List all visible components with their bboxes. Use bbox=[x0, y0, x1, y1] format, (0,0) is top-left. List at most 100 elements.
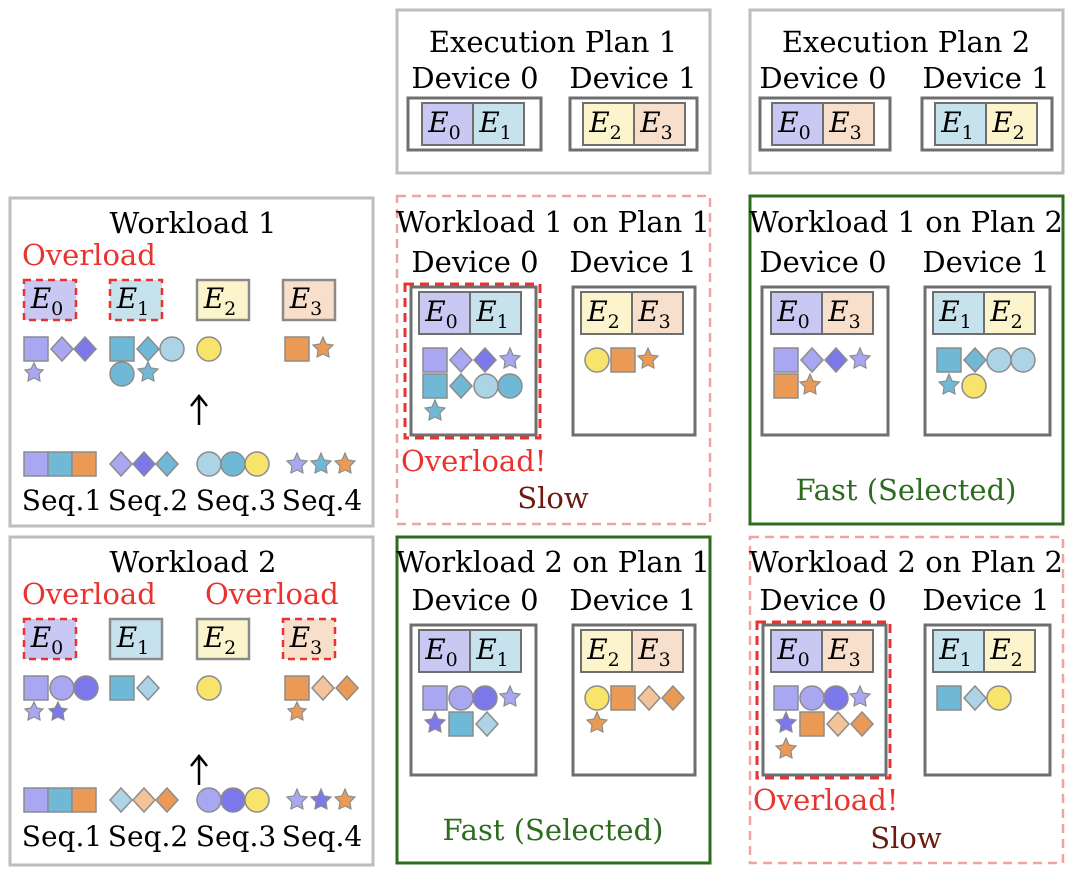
expert-2-label: E2 bbox=[989, 295, 1023, 333]
expert-3-cell bbox=[821, 629, 874, 673]
device-0-box bbox=[761, 623, 888, 777]
expert-0-cell bbox=[770, 629, 823, 673]
workload-2-seq-1 bbox=[23, 787, 97, 813]
device-0-label: Device 0 bbox=[759, 245, 886, 279]
expert-3-cell bbox=[822, 102, 875, 146]
device-1-label: Device 1 bbox=[569, 583, 696, 617]
execution-plan-2-title: Execution Plan 2 bbox=[782, 25, 1030, 59]
device-0-box bbox=[760, 285, 890, 437]
plan-2-device-1-label: Device 1 bbox=[922, 61, 1049, 95]
expert-1-label: E1 bbox=[938, 295, 972, 333]
device-0-experts: E0 E3 bbox=[770, 629, 874, 673]
expert-0-cell bbox=[418, 629, 471, 673]
expert-3-label: E3 bbox=[637, 633, 671, 671]
expert-2-label: E2 bbox=[989, 633, 1023, 671]
workload-1-expert-2: E2 bbox=[195, 278, 251, 322]
result-title: Workload 2 on Plan 2 bbox=[749, 545, 1063, 579]
workload-2-seq-3 bbox=[196, 787, 270, 813]
expert-3-label: E3 bbox=[827, 633, 861, 671]
expert-0-label: E0 bbox=[777, 106, 811, 144]
verdict-label: Fast (Selected) bbox=[443, 813, 664, 847]
workload-1-seq-4 bbox=[285, 451, 357, 475]
workload-1-expert-0-tokens bbox=[23, 335, 98, 383]
expert-2-cell bbox=[985, 102, 1038, 146]
device-0-label: Device 0 bbox=[759, 583, 886, 617]
result-title: Workload 1 on Plan 2 bbox=[749, 205, 1063, 239]
device-0-tokens bbox=[422, 346, 523, 422]
workload-2-panel: Workload 2 Overload Overload E0 E1 E2 E3 bbox=[8, 535, 375, 867]
plan-2-device-0-label: Device 0 bbox=[759, 61, 886, 95]
expert-3-label: E3 bbox=[289, 282, 323, 320]
device-1-box bbox=[923, 623, 1052, 777]
device-0-tokens bbox=[773, 684, 875, 760]
device-1-tokens bbox=[584, 346, 660, 373]
workload-1-on-plan-2-panel: Workload 1 on Plan 2 Device 0 Device 1 E… bbox=[748, 194, 1065, 526]
workload-1-expert-0: E0 bbox=[22, 278, 78, 322]
workload-2-expert-3: E3 bbox=[281, 617, 337, 661]
workload-2-seq-4-label: Seq.4 bbox=[282, 820, 362, 853]
expert-1-label: E1 bbox=[475, 295, 509, 333]
token-circle bbox=[109, 361, 135, 387]
workload-2-on-plan-2-panel: Workload 2 on Plan 2 Device 0 Device 1 E… bbox=[748, 535, 1065, 865]
expert-3-box bbox=[281, 617, 337, 661]
expert-1-label: E1 bbox=[475, 633, 509, 671]
expert-1-label: E1 bbox=[478, 106, 512, 144]
device-0-box bbox=[409, 285, 538, 437]
workload-1-seq-2-label: Seq.2 bbox=[108, 484, 188, 517]
workload-1-seq-1 bbox=[23, 451, 97, 477]
device-0-tokens bbox=[773, 346, 872, 399]
verdict-label: Slow bbox=[870, 821, 942, 855]
expert-3-cell bbox=[631, 629, 684, 673]
workload-1-seq-1-label: Seq.1 bbox=[22, 484, 102, 517]
expert-3-label: E3 bbox=[289, 621, 323, 659]
expert-0-label: E0 bbox=[30, 621, 64, 659]
token-circle bbox=[73, 675, 99, 701]
token-square bbox=[109, 675, 135, 701]
device-1-tokens bbox=[936, 684, 1012, 712]
workload-2-overload-label-left: Overload bbox=[22, 577, 156, 611]
workload-1-expert-2-tokens bbox=[196, 336, 222, 362]
workload-2-seq-1-label: Seq.1 bbox=[22, 820, 102, 853]
device-1-box bbox=[571, 285, 697, 437]
plan-2-device-1-box bbox=[920, 96, 1054, 152]
device-0-tokens bbox=[422, 684, 522, 738]
workload-2-expert-2: E2 bbox=[195, 617, 251, 661]
overload-label: Overload! bbox=[753, 783, 898, 817]
workload-1-seq-2 bbox=[108, 450, 180, 478]
token-diamond bbox=[49, 335, 75, 363]
workload-1-seq-3 bbox=[196, 451, 270, 477]
expert-3-label: E3 bbox=[637, 295, 671, 333]
workload-2-seq-2-label: Seq.2 bbox=[108, 820, 188, 853]
plan-1-device-1-label: Device 1 bbox=[569, 61, 696, 95]
token-star bbox=[47, 700, 69, 722]
device-1-experts: E2 E3 bbox=[580, 291, 684, 335]
expert-0-label: E0 bbox=[776, 295, 810, 333]
device-1-tokens bbox=[584, 684, 686, 734]
expert-0-label: E0 bbox=[776, 633, 810, 671]
plan-2-device-0-box bbox=[758, 96, 892, 152]
token-diamond bbox=[135, 335, 161, 363]
device-1-tokens bbox=[936, 346, 1036, 399]
token-square bbox=[23, 336, 49, 362]
expert-2-box bbox=[195, 278, 251, 322]
token-star bbox=[136, 360, 160, 383]
expert-2-label: E2 bbox=[586, 633, 620, 671]
workload-2-overload-label-right: Overload bbox=[205, 577, 339, 611]
expert-1-label: E1 bbox=[116, 282, 150, 320]
expert-2-label: E2 bbox=[203, 282, 237, 320]
expert-2-label: E2 bbox=[588, 106, 622, 144]
device-1-label: Device 1 bbox=[922, 583, 1049, 617]
expert-2-label: E2 bbox=[586, 295, 620, 333]
token-star bbox=[311, 335, 335, 359]
expert-3-cell bbox=[631, 291, 684, 335]
token-star bbox=[23, 361, 45, 383]
workload-1-seq-3-label: Seq.3 bbox=[196, 484, 276, 517]
token-diamond bbox=[135, 674, 161, 702]
expert-1-cell bbox=[472, 102, 525, 146]
token-square bbox=[284, 336, 310, 362]
